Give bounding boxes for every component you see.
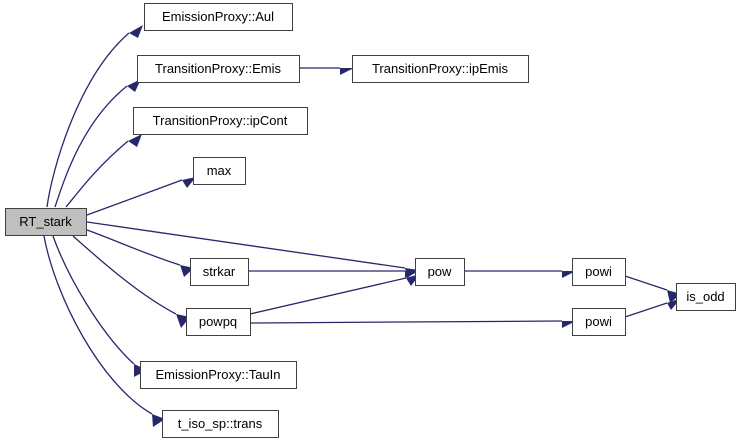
node-box[interactable] [162,410,279,438]
node-is_odd[interactable]: is_odd [676,283,736,311]
edge-line [43,235,153,415]
node-box[interactable] [133,107,308,135]
node-pow[interactable]: pow [415,258,465,286]
edge-line [72,235,177,315]
node-box[interactable] [193,157,246,185]
arrowhead-icon [182,177,196,188]
arrowhead-icon [152,414,165,427]
edge-rt_stark-to-powpq [72,235,190,328]
node-ipemis[interactable]: TransitionProxy::ipEmis [352,55,529,83]
node-box[interactable] [676,283,736,311]
edge-emis-to-ipemis [299,67,354,75]
edge-line [86,221,406,269]
edge-line [86,179,183,216]
node-box[interactable] [144,3,293,31]
edge-rt_stark-to-emis [54,79,141,208]
node-emis[interactable]: TransitionProxy::Emis [137,55,300,83]
node-box[interactable] [572,258,626,286]
node-powi_top[interactable]: powi [572,258,626,286]
node-box[interactable] [415,258,465,286]
edge-pow-to-powi_top [464,270,576,278]
node-trans[interactable]: t_iso_sp::trans [162,410,279,438]
edge-rt_stark-to-aul [46,25,143,208]
node-box[interactable] [186,308,251,336]
node-max[interactable]: max [193,157,246,185]
edge-powpq-to-pow [249,274,420,315]
node-box[interactable] [140,361,297,389]
edge-rt_stark-to-max [86,177,196,216]
node-aul[interactable]: EmissionProxy::Aul [144,3,293,31]
node-tauin[interactable]: EmissionProxy::TauIn [140,361,297,389]
node-box[interactable] [572,308,626,336]
node-strkar[interactable]: strkar [190,258,249,286]
node-box[interactable] [190,258,249,286]
node-rt_stark[interactable]: RT_stark [5,208,87,236]
node-powpq[interactable]: powpq [186,308,251,336]
edge-rt_stark-to-strkar [86,229,194,277]
node-powi_bot[interactable]: powi [572,308,626,336]
edge-line [65,140,129,208]
arrowhead-icon [128,134,142,147]
edge-line [624,275,668,291]
edge-line [54,85,128,208]
node-box[interactable] [137,55,300,83]
edge-line [249,277,407,315]
edge-line [46,32,130,208]
edge-line [86,229,181,266]
nodes-layer: RT_stark EmissionProxy::AulTransitionProx… [5,3,736,438]
edge-line [249,320,563,324]
edge-rt_stark-to-ipcont [65,134,142,208]
arrowhead-icon [129,25,143,38]
edges-layer [43,25,681,427]
edge-rt_stark-to-trans [43,235,165,427]
node-box[interactable] [5,208,87,236]
node-ipcont[interactable]: TransitionProxy::ipCont [133,107,308,135]
arrowhead-icon [340,68,354,75]
edge-powi_top-to-is_odd [624,275,681,303]
edge-line [52,235,135,365]
edge-line [624,302,668,318]
edge-strkar-to-pow [248,270,419,278]
edge-powpq-to-powi_bot [249,320,576,328]
node-box[interactable] [352,55,529,83]
